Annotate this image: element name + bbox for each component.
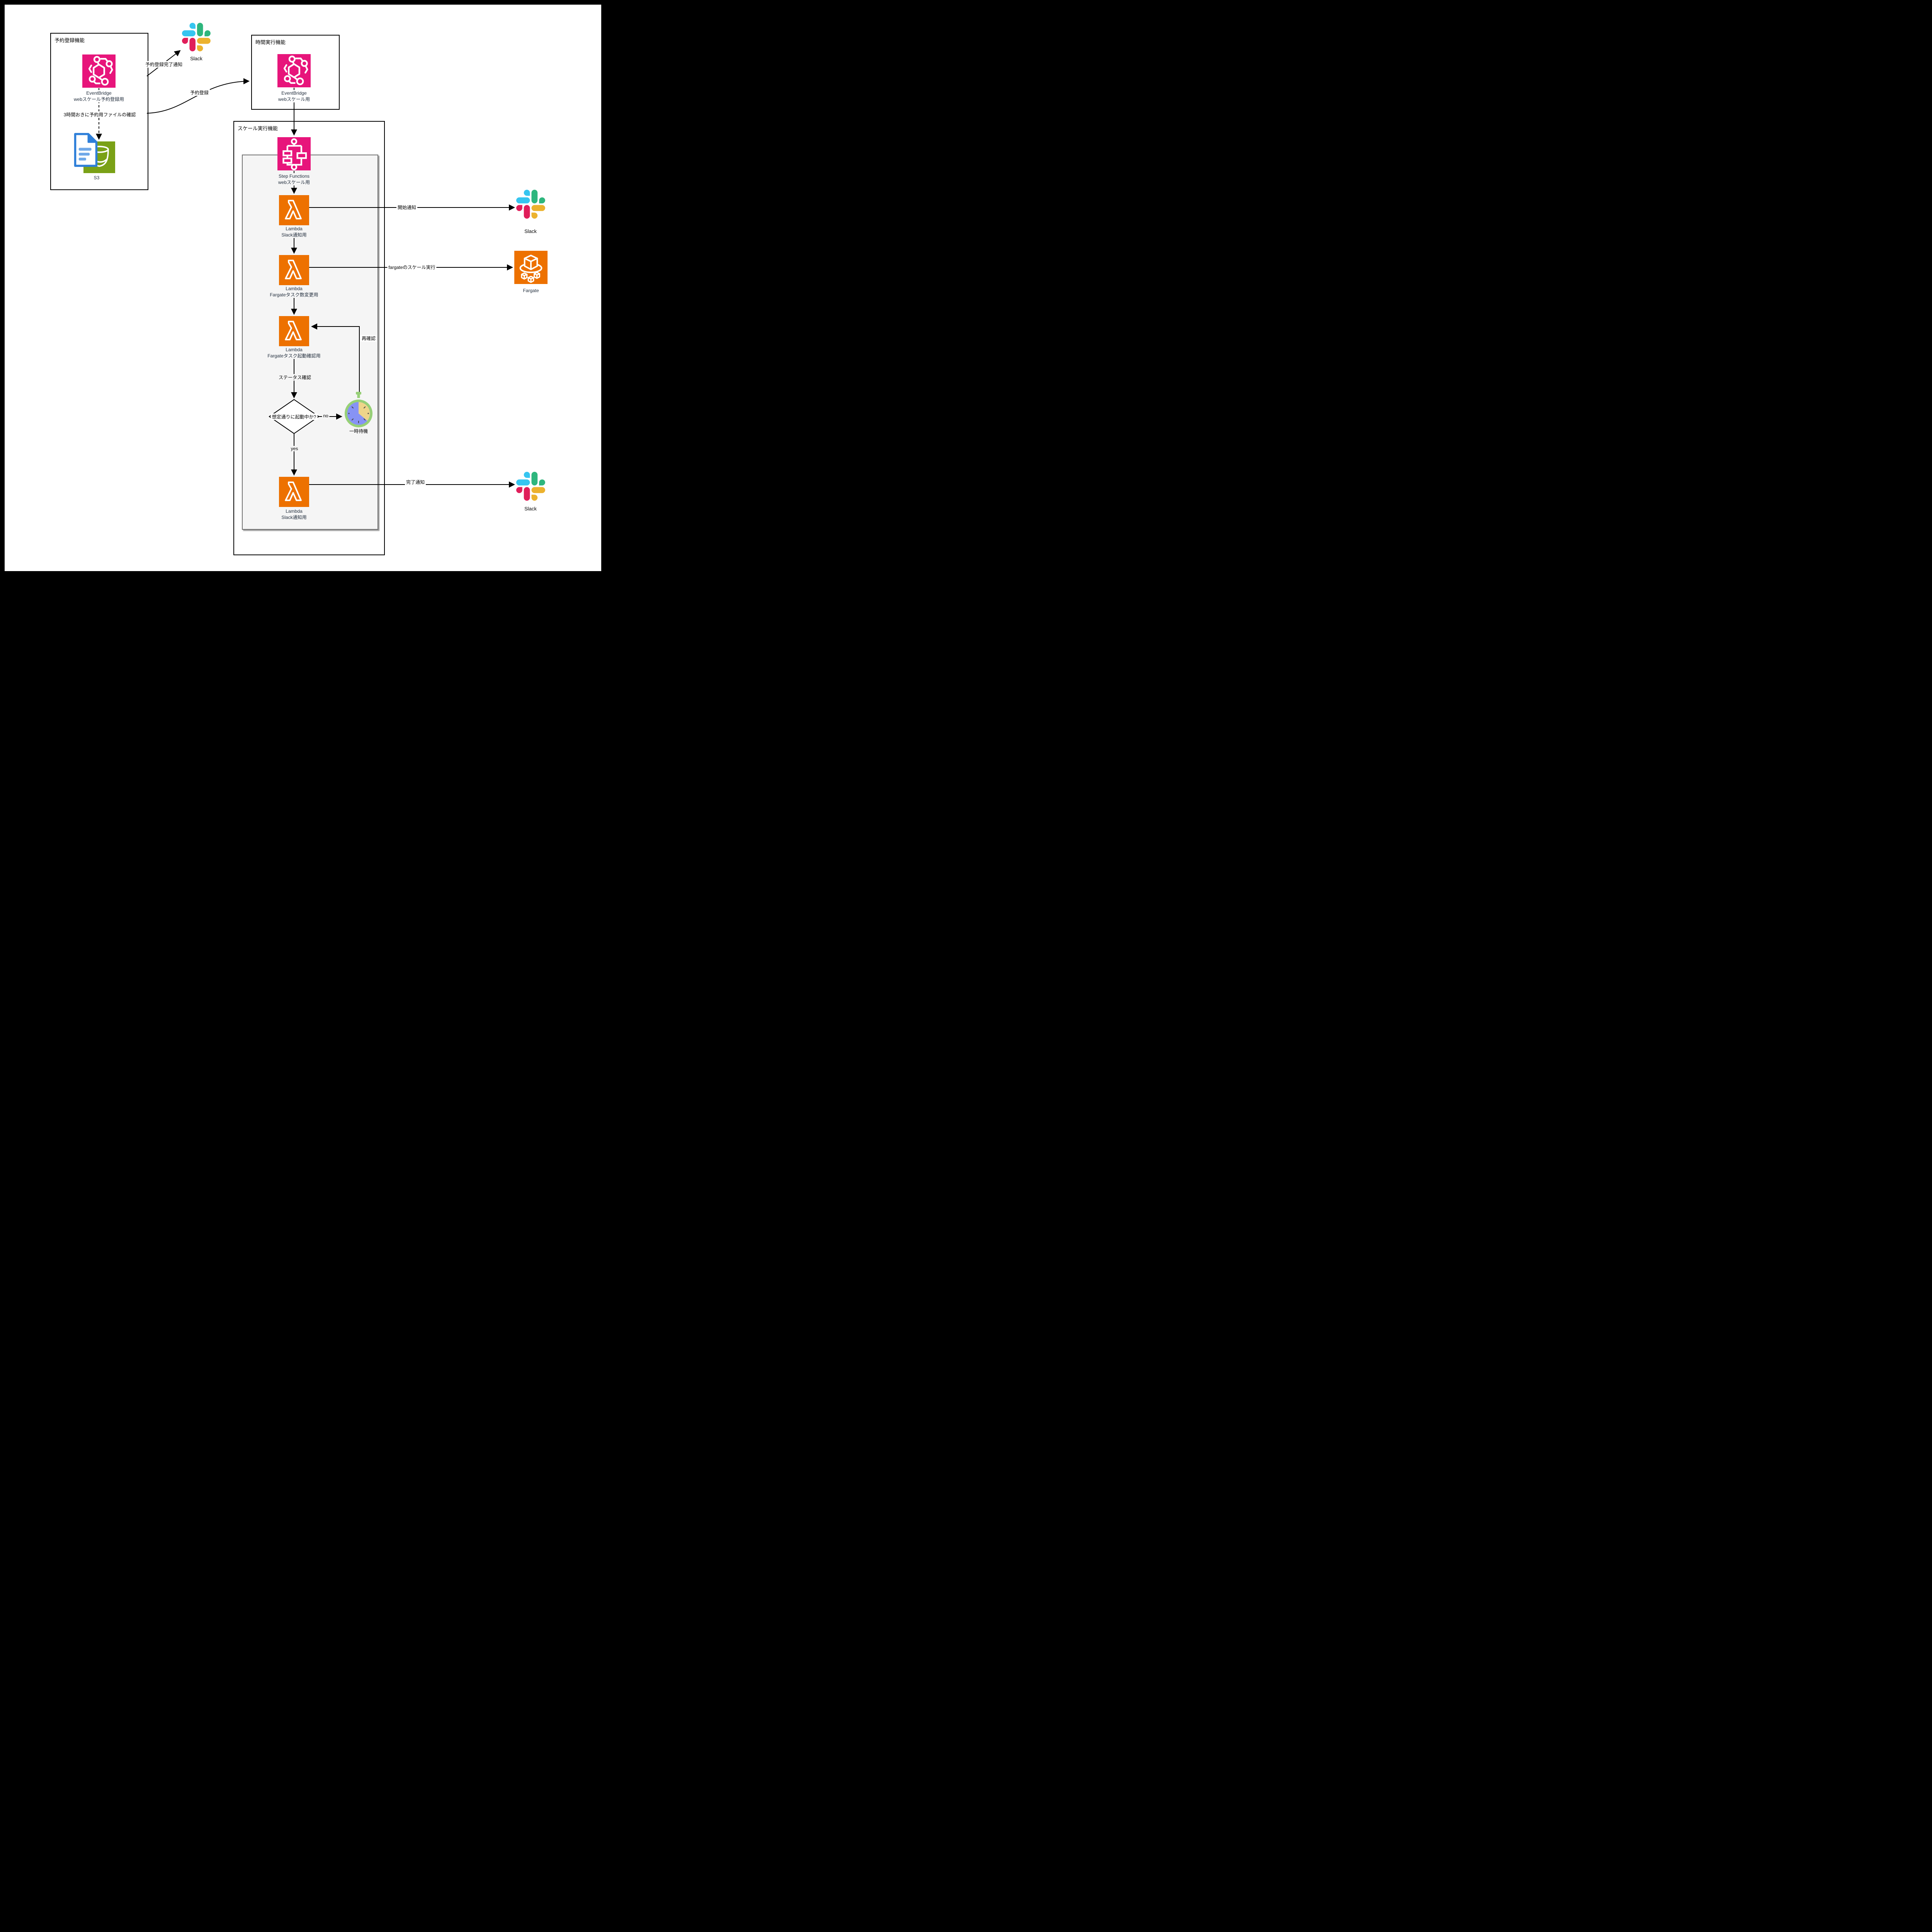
edge-label-no: no [322, 413, 330, 418]
edge-label-reservation-register: 予約登録 [189, 89, 210, 96]
group-scale-execution: スケール実行機能 [233, 121, 385, 555]
lambda-icon [279, 255, 309, 285]
lambda-icon [279, 195, 309, 225]
lambda-done-notify-label: Lambda Slack通知用 [280, 508, 308, 521]
lambda-icon [279, 477, 309, 507]
eventbridge-scale-label: EventBridge webスケール用 [277, 90, 311, 103]
lambda-icon [279, 316, 309, 346]
lambda-start-notify-label: Lambda Slack通知用 [280, 226, 308, 238]
eventbridge-icon [277, 54, 311, 87]
slack-start-label: Slack [524, 228, 537, 234]
eventbridge-reservation-label: EventBridge webスケール予約登録用 [72, 90, 126, 103]
slack-reservation-label: Slack [190, 56, 202, 61]
edge-label-status-check: ステータス確認 [277, 374, 313, 381]
group-timed-execution: 時間実行機能 [251, 35, 340, 110]
lambda-fargate-scale-label: Lambda Fargateタスク数変更用 [269, 286, 320, 298]
step-functions-label: Step Functions webスケール用 [277, 173, 311, 186]
eventbridge-icon [82, 54, 116, 88]
document-icon [73, 131, 98, 168]
timer-label: 一時待機 [349, 429, 368, 434]
group-reservation-title: 予約登録機能 [54, 37, 85, 43]
slack-icon [516, 472, 545, 501]
edge-label-file-check: 3時間おきに予約用ファイルの確認 [62, 111, 137, 118]
edge-label-fargate-execute: fargateのスケール実行 [387, 264, 437, 270]
step-functions-state-machine-container [242, 155, 378, 530]
s3-label: S3 [92, 175, 101, 181]
slack-icon [516, 190, 545, 219]
slack-icon [182, 23, 211, 51]
edge-label-yes: yes [289, 446, 299, 451]
edge-label-reservation-done: 予約登録完了通知 [144, 61, 184, 68]
fargate-icon [514, 251, 548, 284]
group-timed-execution-title: 時間実行機能 [255, 39, 286, 45]
decision-label: 想定通りに起動中か? [270, 413, 318, 420]
step-functions-icon [277, 137, 311, 170]
edge-label-recheck: 再確認 [360, 335, 377, 342]
edge-label-done-notify: 完了通知 [405, 479, 426, 485]
fargate-label: Fargate [523, 288, 539, 293]
lambda-fargate-check-label: Lambda Fargateタスク起動確認用 [266, 347, 322, 359]
slack-done-label: Slack [524, 506, 537, 512]
timer-icon [343, 392, 374, 430]
group-scale-execution-title: スケール実行機能 [238, 126, 278, 131]
edge-label-start-notify: 開始通知 [396, 204, 418, 211]
